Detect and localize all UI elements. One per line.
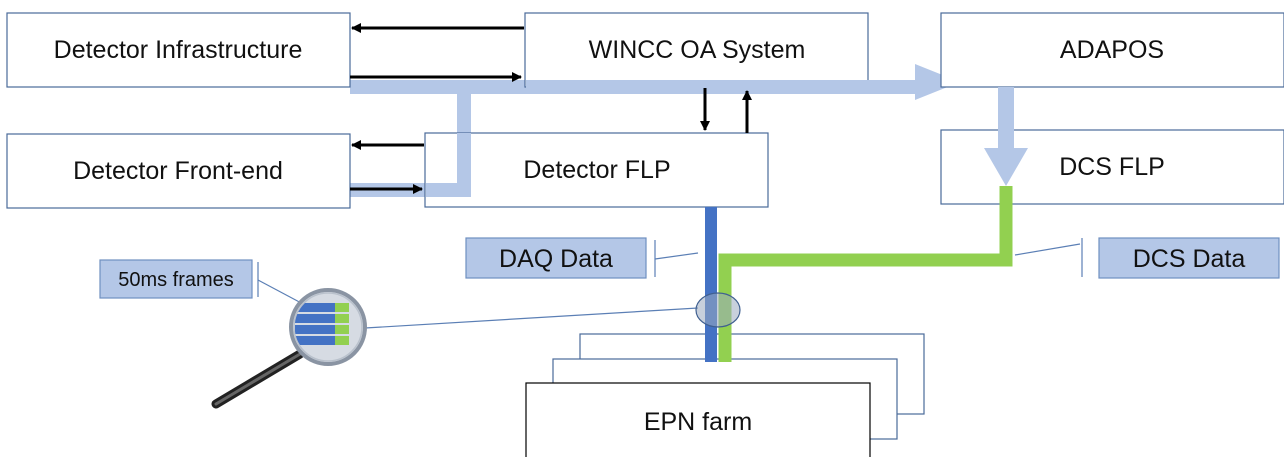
box-label: EPN farm	[644, 408, 752, 436]
zoom-leader-line	[364, 307, 699, 329]
box-label: ADAPOS	[1060, 36, 1164, 64]
box-label: Detector Infrastructure	[54, 36, 303, 64]
epn-farm-front-sheet	[525, 382, 871, 457]
tag-daq-data: DAQ Data	[465, 237, 699, 279]
tag-dcs-data: DCS Data	[1014, 237, 1280, 279]
box-detector-infrastructure: Detector Infrastructure	[6, 12, 351, 88]
box-wincc-oa-system: WINCC OA System	[524, 12, 869, 88]
tag-50ms-frames: 50ms frames	[99, 259, 306, 306]
frame-bars	[295, 303, 349, 345]
tag-label: DCS Data	[1133, 245, 1246, 273]
box-detector-front-end: Detector Front-end	[6, 133, 351, 209]
box-label: WINCC OA System	[589, 36, 806, 64]
box-label: Detector FLP	[523, 156, 670, 184]
box-adapos: ADAPOS	[940, 12, 1284, 88]
box-dcs-flp: DCS FLP	[940, 129, 1284, 205]
box-label: DCS FLP	[1059, 153, 1165, 181]
control-flow-overlay	[426, 80, 1028, 197]
tag-label: 50ms frames	[118, 269, 234, 291]
magnifier-icon	[211, 288, 367, 409]
box-detector-flp: Detector FLP	[424, 132, 769, 208]
junction-highlight	[695, 292, 741, 328]
tag-label: DAQ Data	[499, 245, 613, 273]
epn-farm-stack: EPN farm	[525, 333, 925, 457]
arrows	[350, 23, 752, 194]
box-label: Detector Front-end	[73, 157, 283, 185]
